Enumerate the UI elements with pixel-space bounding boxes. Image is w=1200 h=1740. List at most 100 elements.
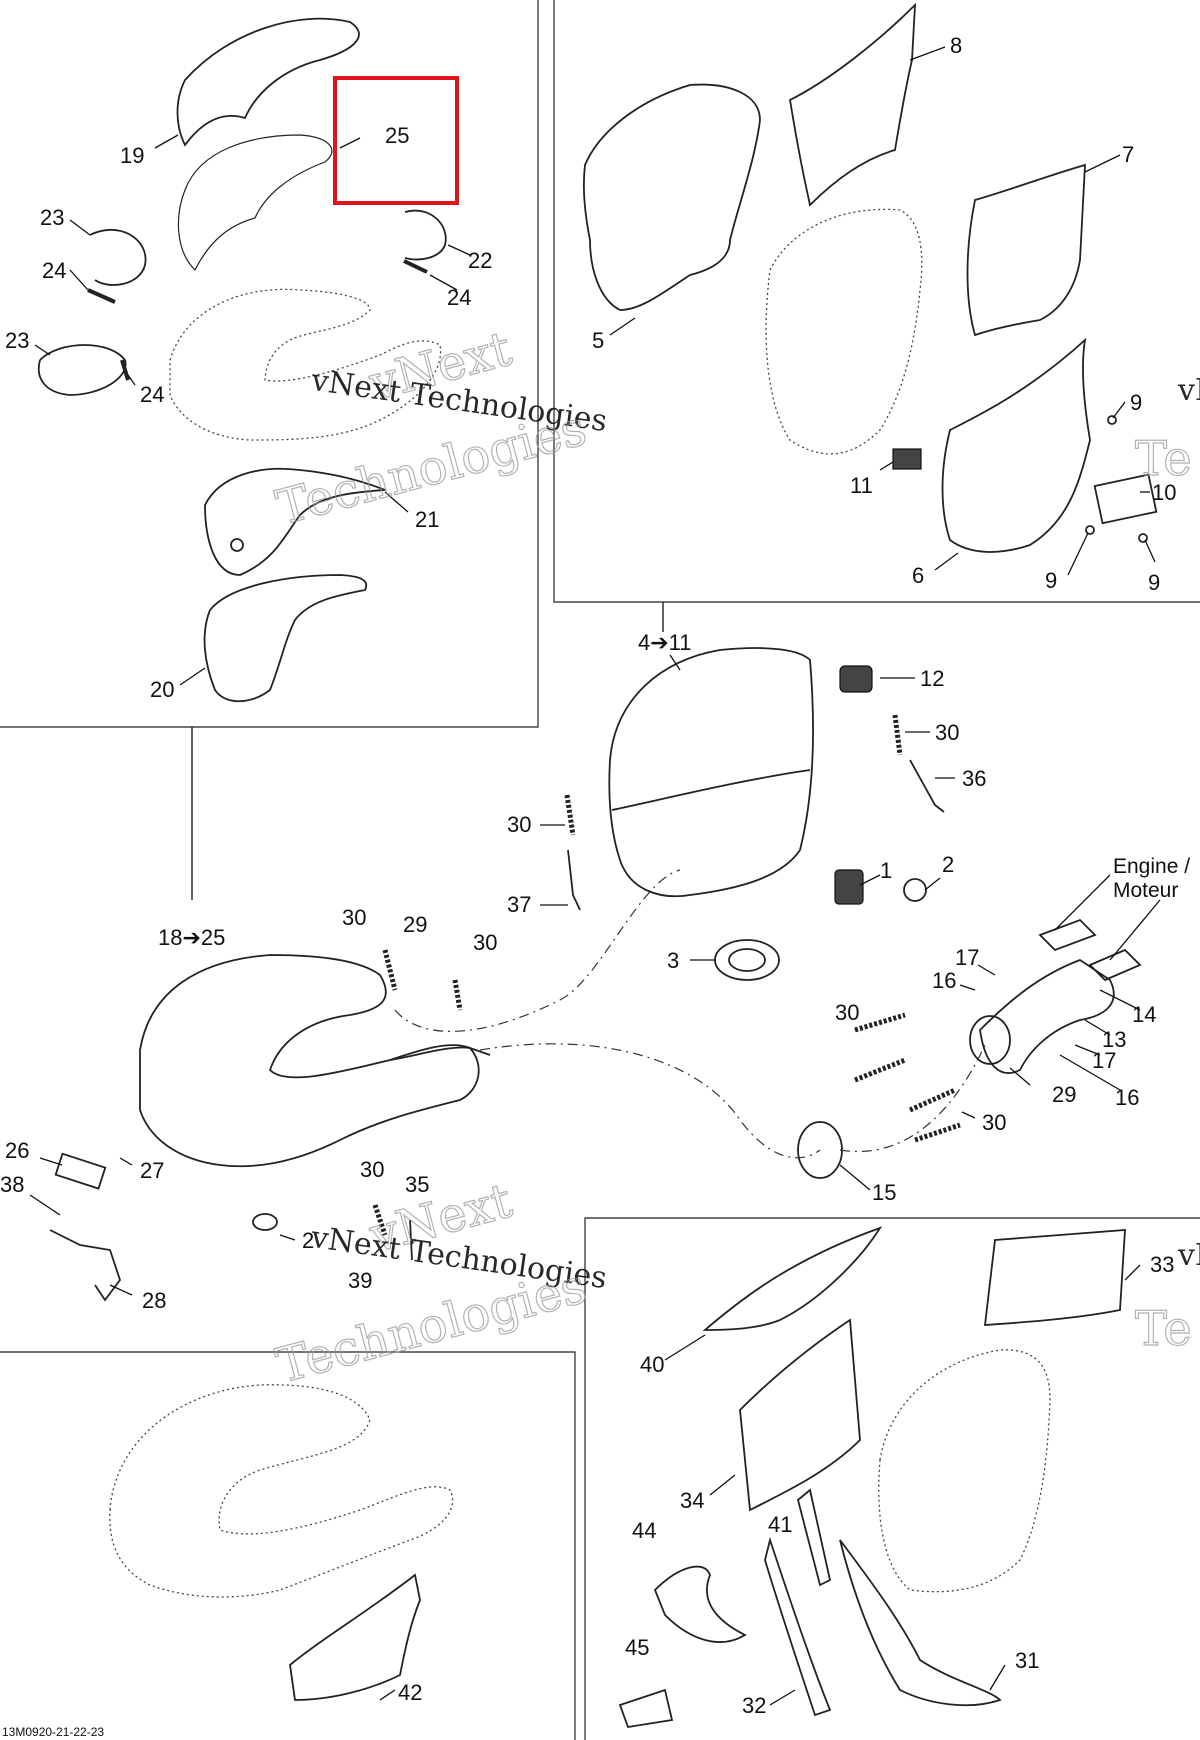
leader-engine-a	[1054, 874, 1111, 931]
part-label: 37	[507, 892, 531, 917]
leader-14	[1099, 989, 1141, 1011]
part-label: 30	[360, 1157, 384, 1182]
spring-30-pair-d	[914, 1122, 961, 1143]
part-label: 21	[415, 507, 439, 532]
part-label: 17	[1092, 1048, 1116, 1073]
part-label: 38	[0, 1172, 24, 1197]
part-44-bracket	[653, 1565, 747, 1643]
part-label: 36	[962, 766, 986, 791]
spring-30-g	[372, 1204, 388, 1236]
part-18-tuned-pipe-neck	[389, 1046, 491, 1061]
part-2-grommet	[903, 878, 927, 902]
engine-manifold	[979, 958, 1115, 1074]
leader-23a	[69, 219, 91, 236]
part-12-bumper	[839, 665, 873, 693]
part-label: 42	[398, 1680, 422, 1705]
frame-bottom-left	[0, 1351, 576, 1740]
leader-engine-b	[1109, 899, 1161, 961]
part-35-pin	[409, 1219, 413, 1261]
part-45-pad	[618, 1688, 674, 1729]
part-label: 45	[625, 1635, 649, 1660]
part-label: 30	[835, 1000, 859, 1025]
frame-top-left	[0, 0, 539, 728]
part-9-rivet-c	[1138, 533, 1148, 543]
part-label: 1	[880, 858, 892, 883]
leader-2a	[924, 877, 941, 891]
leader-6	[934, 552, 959, 571]
part-8-insulation	[789, 2, 917, 207]
leader-15	[839, 1164, 871, 1191]
leader-17a	[977, 964, 996, 976]
part-31-shield	[839, 1539, 1002, 1707]
part-label: 30	[342, 905, 366, 930]
tuned-pipe-assembly	[49, 949, 491, 1302]
part-label: 40	[640, 1352, 664, 1377]
leader-24c	[127, 374, 136, 386]
part-3-gasket	[714, 939, 780, 981]
part-label: 16	[1115, 1085, 1139, 1110]
part-32-shield	[764, 1536, 832, 1717]
part-10-plate	[1093, 473, 1158, 525]
part-label: 3	[667, 948, 679, 973]
part-label: 35	[405, 1172, 429, 1197]
leader-11a	[879, 461, 894, 471]
leader-23b	[34, 344, 51, 356]
leader-13	[1084, 1019, 1111, 1036]
part-label: 9	[1130, 390, 1142, 415]
part-label: 30	[935, 720, 959, 745]
part-label: 11	[850, 473, 873, 498]
part-9-rivet-a	[1107, 415, 1117, 425]
part-label: 12	[920, 666, 944, 691]
part-label: 32	[742, 1693, 766, 1718]
part-5-muffler-cover	[582, 83, 761, 311]
spring-30-c	[382, 949, 398, 991]
part-label: 13	[1102, 1027, 1126, 1052]
part-label: 29	[403, 912, 427, 937]
part-6-muffler-cover	[941, 337, 1091, 553]
part-label: 33	[1150, 1252, 1174, 1277]
part-label: 19	[120, 143, 144, 168]
leader-20	[179, 667, 206, 686]
part-label: 17	[955, 945, 979, 970]
watermark-edge-te-top: Te	[1135, 431, 1192, 487]
leader-38	[29, 1194, 61, 1216]
part-label: 44	[632, 1518, 656, 1543]
part-label: 16	[932, 968, 956, 993]
manifold-outlet	[969, 1015, 1011, 1065]
part-36-hook	[909, 759, 945, 813]
spring-30-d	[452, 979, 463, 1011]
leader-40	[664, 1334, 706, 1361]
part-label: 24	[42, 258, 66, 283]
leader-19	[154, 134, 179, 149]
manifold-flange-a	[1038, 918, 1097, 952]
middle-parts	[394, 647, 1142, 1179]
part-label: 2	[302, 1228, 314, 1253]
bottom-right-parts	[618, 1226, 1126, 1729]
muffler-dotted-br	[878, 1349, 1051, 1593]
footer-diagram-code: 13M0920-21-22-23	[2, 1725, 104, 1739]
muffler-assembly-dotted	[169, 288, 442, 441]
leader-24a	[69, 269, 89, 291]
leader-28	[109, 1284, 133, 1296]
leader-21	[384, 491, 409, 513]
spring-30-pair-b	[854, 1057, 906, 1083]
part-label: 34	[680, 1488, 704, 1513]
bottom-left-parts	[109, 1384, 454, 1701]
part-2-grommet-b	[252, 1213, 278, 1231]
leader-32	[769, 1689, 796, 1706]
frame-top-right	[553, 0, 1200, 603]
part-label: 25	[385, 123, 409, 148]
part-4-muffler-band	[611, 769, 811, 811]
part-label: 31	[1015, 1648, 1039, 1673]
leader-9b	[1067, 532, 1089, 576]
leader-33	[1124, 1264, 1141, 1281]
part-42-shield	[289, 1573, 421, 1701]
part-label: 30	[473, 930, 497, 955]
leader-4-11	[669, 654, 681, 671]
part-label: 9	[1148, 570, 1160, 595]
leader-30f	[961, 1111, 976, 1119]
leader-8	[909, 46, 946, 61]
engine-label-line1: Engine /	[1113, 855, 1190, 878]
